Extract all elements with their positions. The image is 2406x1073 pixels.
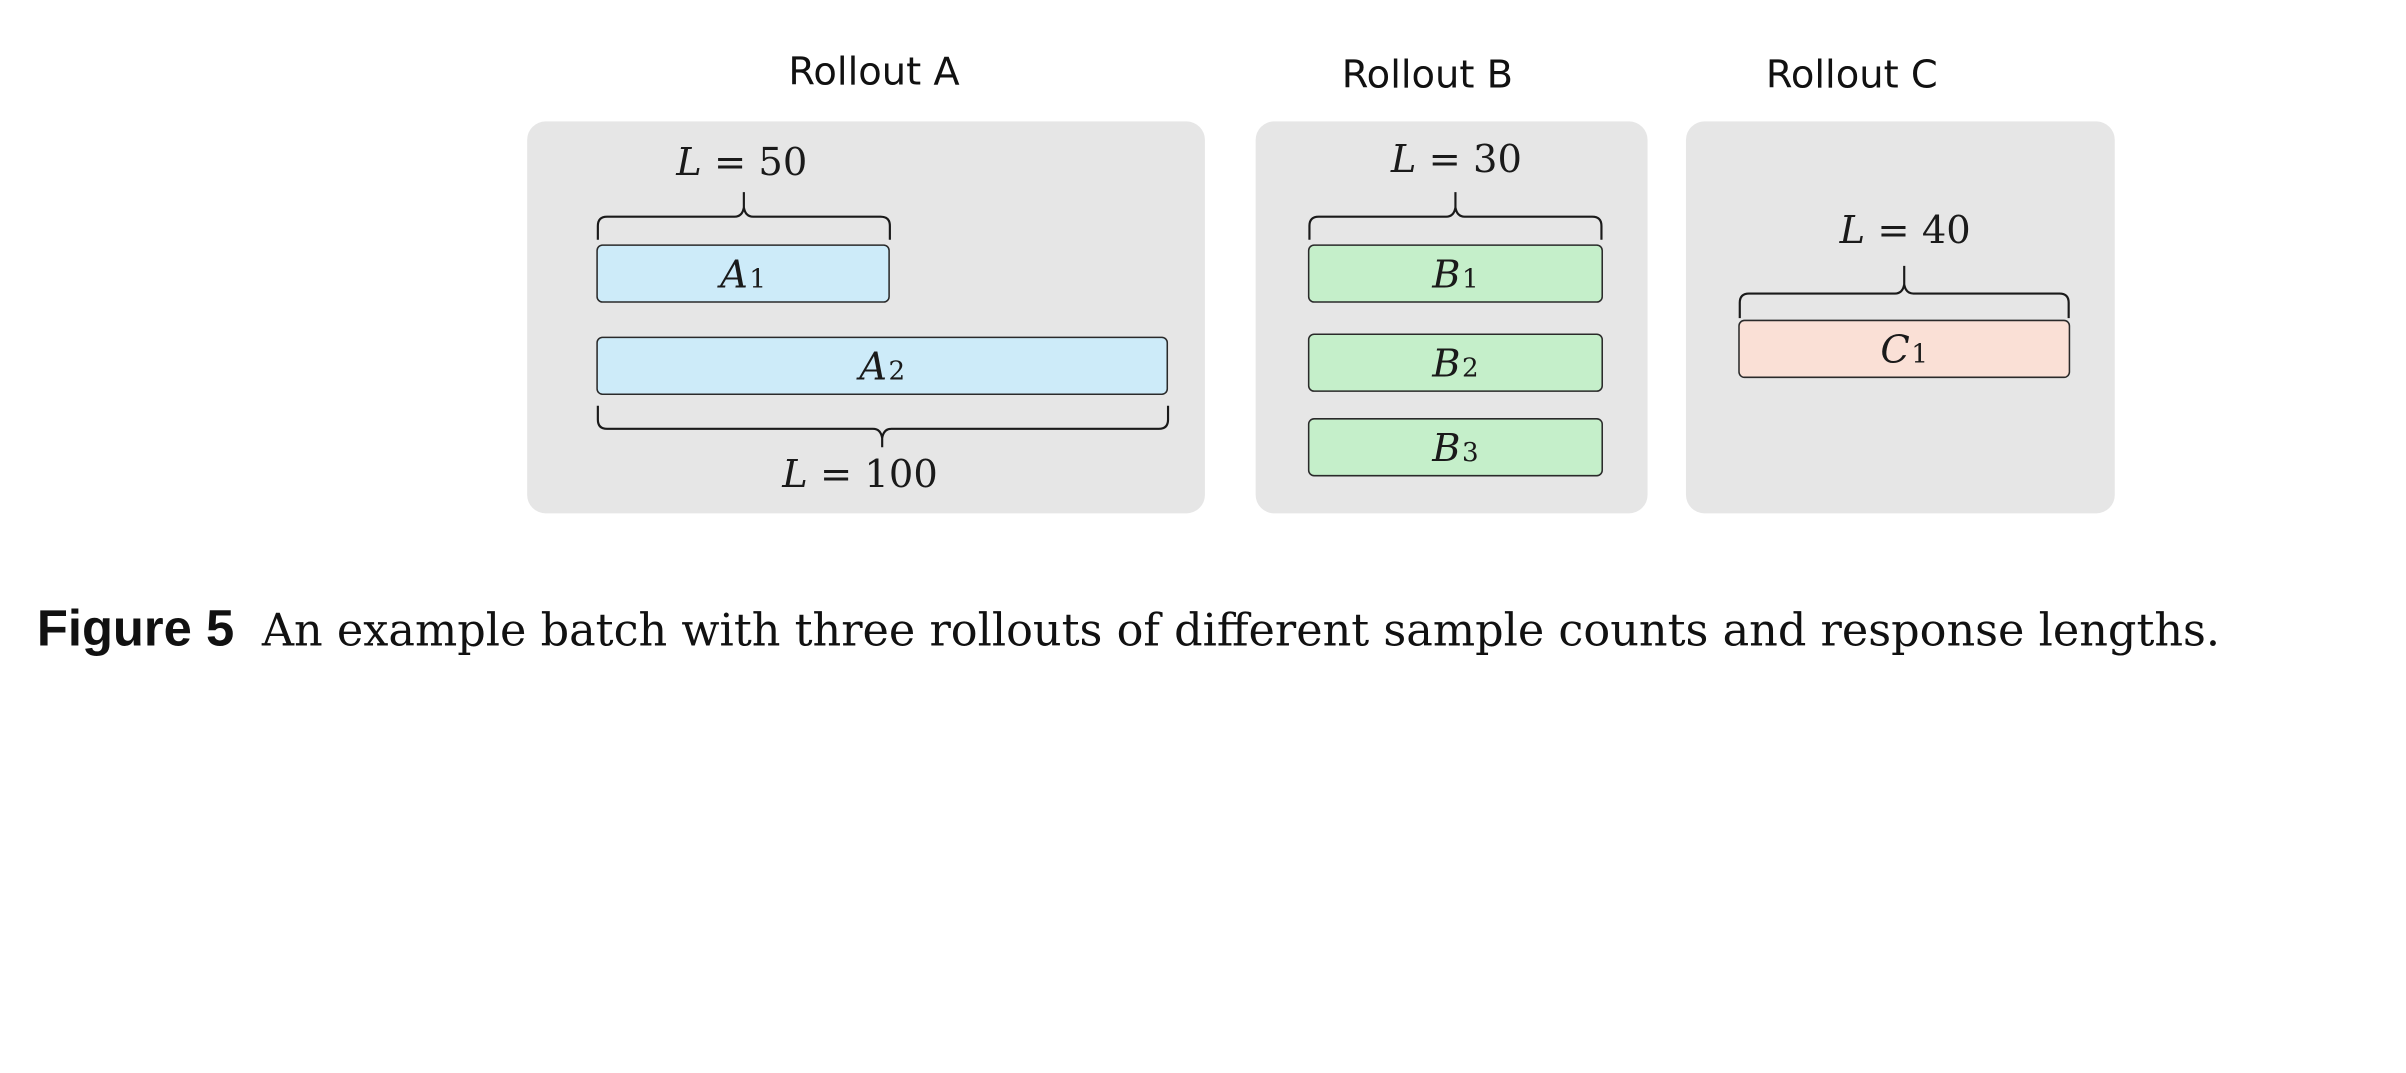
- caption-label: Figure 5: [36, 599, 235, 657]
- rollout-b-title: Rollout B: [1341, 52, 1514, 97]
- caption-text: An example batch with three rollouts of …: [261, 604, 2221, 657]
- rollout-a-sample-2-brace: [596, 405, 1170, 448]
- rollout-c-title: Rollout C: [1765, 52, 1938, 97]
- rollout-c-brace: [1738, 265, 2070, 319]
- rollout-b-brace: [1308, 192, 1603, 240]
- rollout-a-title: Rollout A: [788, 49, 960, 94]
- rollout-a-sample-2-length: L = 100: [782, 451, 938, 497]
- rollout-b-length: L = 30: [1390, 136, 1522, 182]
- rollout-a-sample-1-brace: [596, 192, 891, 240]
- rollout-a-sample-1-length: L = 50: [676, 139, 808, 185]
- rollout-c-sample-1-length: L = 40: [1839, 207, 1971, 253]
- figure-caption: Figure 5 An example batch with three roll…: [37, 599, 2220, 657]
